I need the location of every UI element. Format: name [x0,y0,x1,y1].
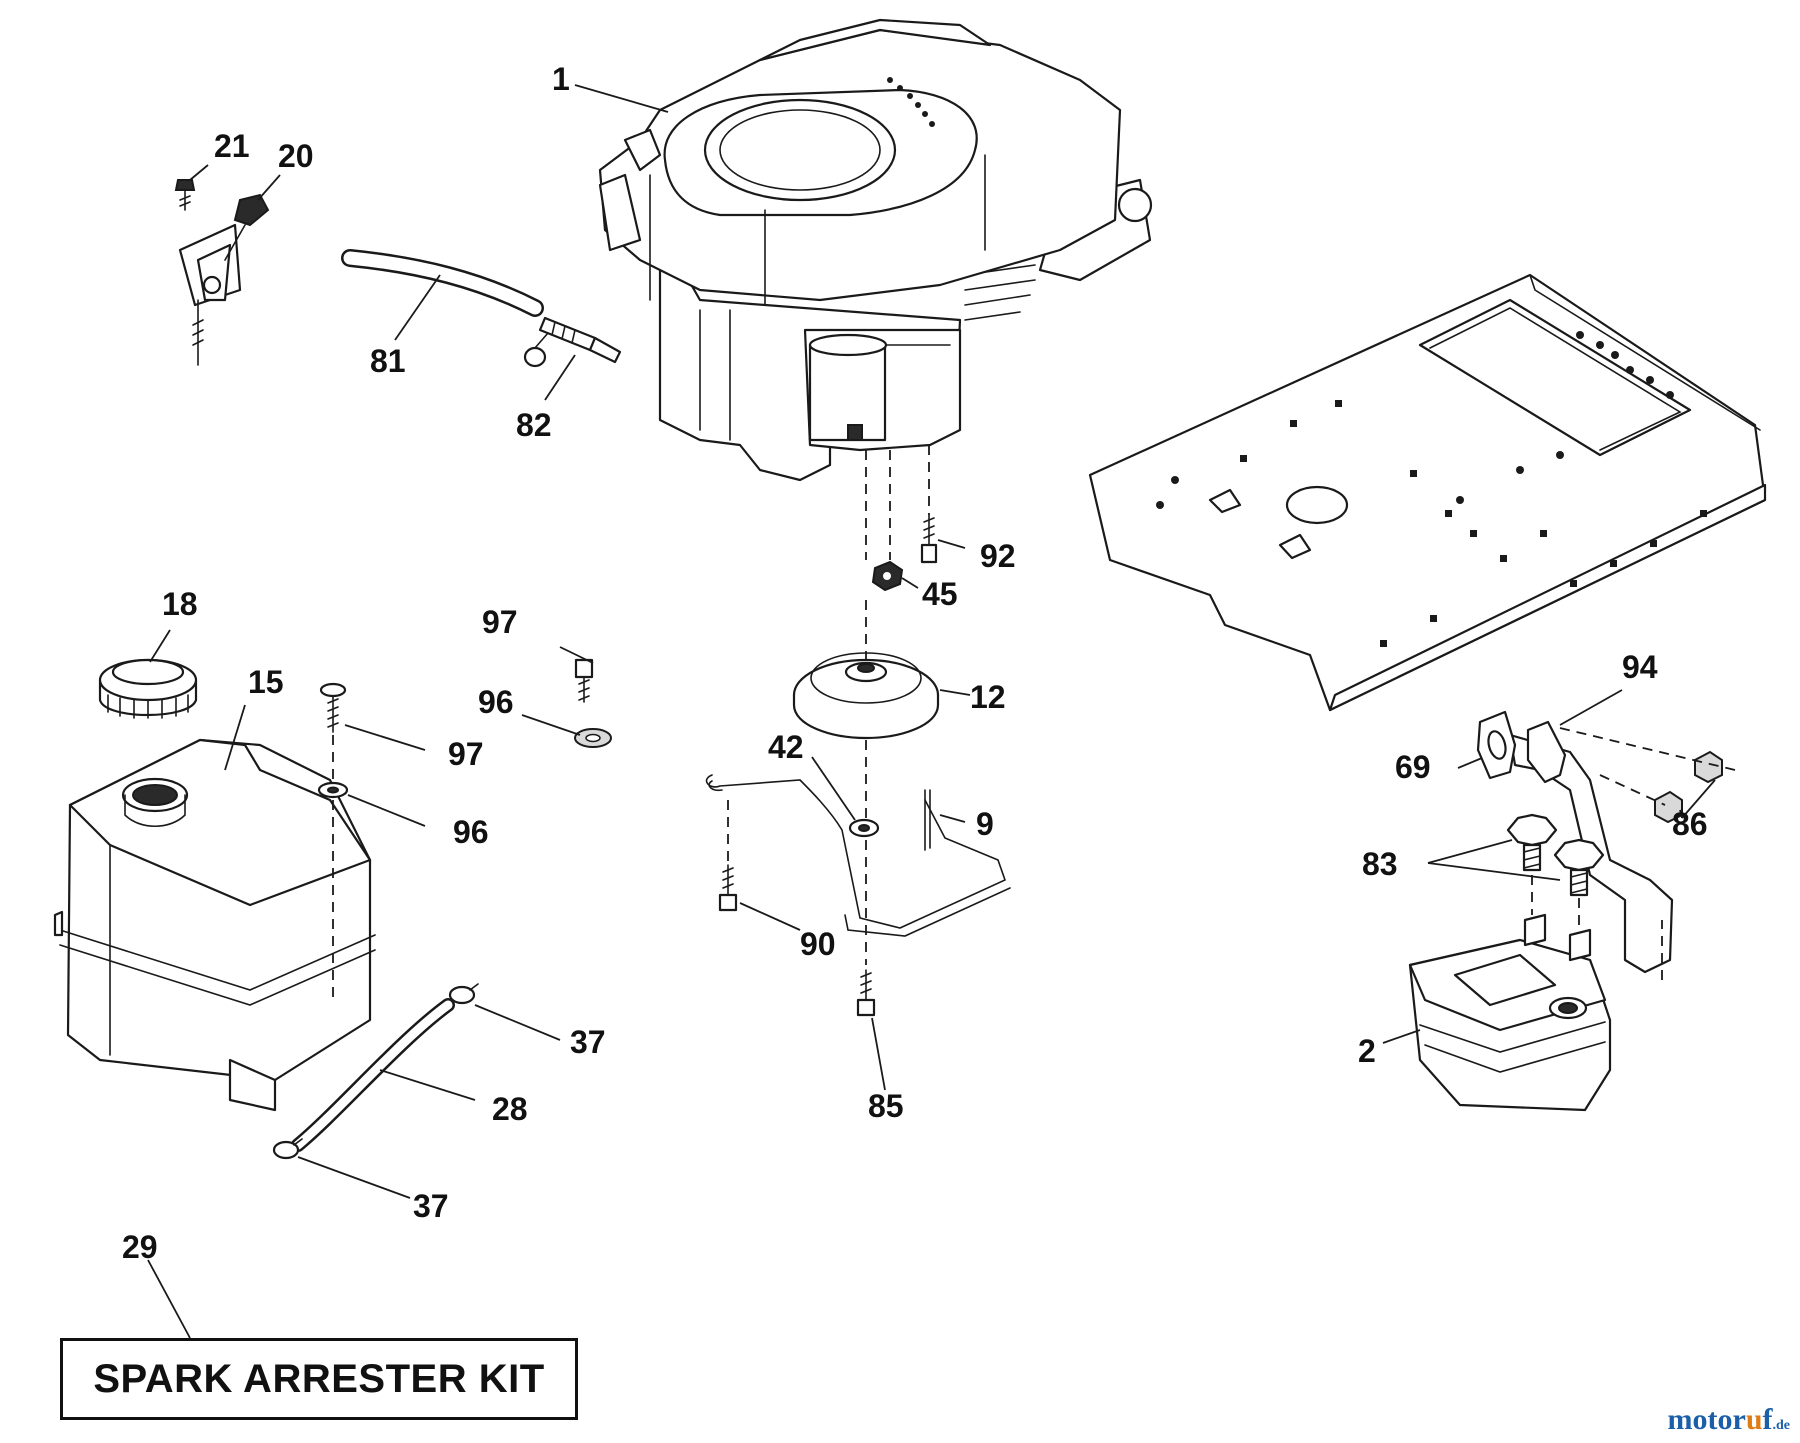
callout-37-upper: 37 [570,1024,606,1060]
bolt-97-upper [574,658,594,703]
bolt-85 [856,969,876,1017]
callout-1: 1 [552,61,570,97]
fuel-line-hose [291,998,455,1152]
callout-12: 12 [970,679,1006,715]
callout-96-lower: 96 [453,814,489,850]
washer-96-lower [317,781,349,799]
fuel-tank [53,738,376,1112]
throttle-control [174,179,270,366]
bolt-92 [920,514,938,564]
callout-85: 85 [868,1088,904,1124]
washer-96-upper [574,728,612,748]
callout-28: 28 [492,1091,528,1127]
bolt-97-lower [319,682,347,733]
callout-9: 9 [976,806,994,842]
callout-45: 45 [922,576,958,612]
callout-18: 18 [162,586,198,622]
nut-86-upper [1694,750,1723,784]
belt-guide [705,774,1011,937]
callout-97-upper: 97 [482,604,518,640]
callout-21: 21 [214,128,250,164]
muffler [1408,913,1612,1112]
callout-labels: 1 21 20 81 82 92 45 12 42 9 90 85 18 15 … [122,61,1708,1265]
callout-15: 15 [248,664,284,700]
fuel-filter [523,316,622,368]
callout-96-upper: 96 [478,684,514,720]
spark-arrester-kit-box: SPARK ARRESTER KIT [60,1338,578,1420]
nut-45 [871,560,904,592]
callout-81: 81 [370,343,406,379]
callout-97-lower: 97 [448,736,484,772]
bolt-90 [718,864,738,912]
spark-arrester-kit-label: SPARK ARRESTER KIT [93,1356,545,1401]
callout-94: 94 [1622,649,1658,685]
callout-37-lower: 37 [413,1188,449,1224]
callout-86: 86 [1672,806,1708,842]
washer-42 [848,818,880,838]
chassis-plate [1088,273,1767,712]
exhaust-gasket [1476,710,1517,780]
hose-clamp-upper [448,983,479,1005]
fuel-hose [341,249,544,317]
pulley [792,652,940,740]
watermark-logo: motoruf.de [1667,1403,1790,1436]
callout-69: 69 [1395,749,1431,785]
callout-82: 82 [516,407,552,443]
bolt-83-right [1553,838,1605,897]
hose-clamp-lower [272,1138,303,1160]
leader-lines [147,84,1716,1339]
callout-2: 2 [1358,1033,1376,1069]
fuel-cap [98,658,198,719]
callout-92: 92 [980,538,1016,574]
callout-42: 42 [768,729,804,765]
bolt-83-left [1506,813,1558,872]
callout-90: 90 [800,926,836,962]
callout-29: 29 [122,1229,158,1265]
callout-20: 20 [278,138,314,174]
engine [598,18,1153,482]
callout-83: 83 [1362,846,1398,882]
